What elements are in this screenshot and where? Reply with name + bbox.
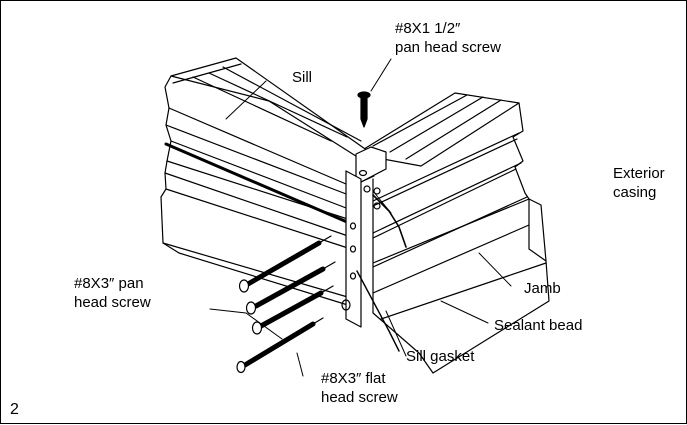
figure-number: 2	[10, 401, 19, 418]
label-sill: Sill	[292, 69, 313, 86]
label-sealant-bead: Sealant bead	[494, 317, 583, 334]
jamb-part	[355, 92, 550, 374]
label-exterior-casing: Exterior casing	[613, 165, 665, 201]
label-flat-head-screw: #8X3″ flat head screw	[321, 370, 398, 406]
label-top-screw: #8X1 1/2″ pan head screw	[395, 20, 501, 56]
label-jamb: Jamb	[524, 280, 561, 297]
pan-head-screw-top	[357, 91, 371, 128]
label-pan-head-screw: #8X3″ pan head screw	[74, 275, 151, 311]
sill-part	[160, 57, 400, 352]
flat-head-screw	[236, 317, 324, 374]
pan-head-screws-long	[238, 235, 336, 335]
label-sill-gasket: Sill gasket	[406, 348, 475, 365]
leader-lines	[209, 58, 512, 377]
